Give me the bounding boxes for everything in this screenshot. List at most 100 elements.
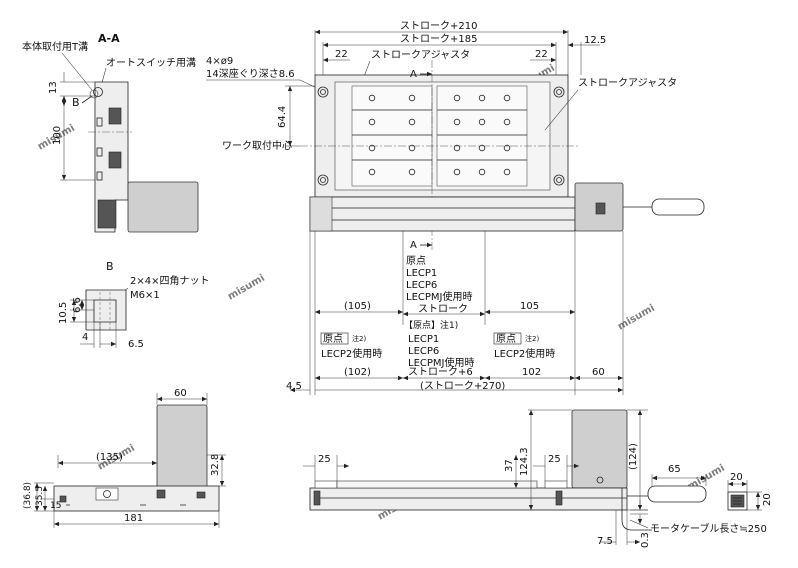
section-a-a-view: A-A 本体取付用T溝 オートスイッチ用溝 B 13 100 (22, 32, 199, 233)
origin2-lecp1: LECP1 (408, 334, 439, 345)
slot-detail (156, 489, 166, 499)
tapped-hole (368, 94, 376, 102)
groove (108, 107, 122, 125)
stroke-plus-6: ストローク+6 (408, 366, 473, 378)
end-cap (309, 196, 333, 232)
dim-124-3: 124.3 (519, 447, 530, 476)
dim-22-right: 22 (535, 49, 548, 60)
watermark-text: misumi (226, 273, 267, 303)
tapped-hole (368, 118, 376, 126)
motor-screw (596, 476, 604, 484)
tapped-hole (408, 118, 416, 126)
table-holes (368, 94, 511, 176)
leader-line (629, 519, 649, 529)
dim-60: 60 (174, 388, 187, 399)
dim-4: 4 (82, 332, 88, 343)
origin-note: 【原点】注1) (404, 319, 458, 331)
origin-lecp6: LECP6 (406, 280, 437, 291)
base-end (53, 485, 220, 512)
tapped-hole (453, 144, 461, 152)
leader-line (206, 79, 322, 91)
thread-label: M6×1 (130, 290, 160, 301)
origin-box-right (493, 332, 522, 345)
tapped-hole (408, 144, 416, 152)
stroke-adjuster-right: ストロークアジャスタ (578, 77, 677, 89)
extension-line (747, 491, 762, 511)
tapped-hole (503, 118, 511, 126)
dim-135: (135) (96, 452, 123, 463)
hole-spec-line1: 4×ø9 (206, 56, 233, 67)
dim-13: 13 (48, 81, 59, 94)
dim-22-left: 22 (335, 49, 348, 60)
dim-37: 37 (504, 459, 515, 472)
connector-view: 20 20 (727, 472, 773, 511)
dim-stroke-270: (ストローク+270) (420, 380, 505, 392)
side-view: 25 25 37 124.3 (124) 65 7.5 0.3 モータケーブル長… (303, 409, 767, 548)
center-slot (95, 487, 119, 501)
mount-hole (553, 174, 565, 186)
rail-groove (332, 207, 575, 221)
section-marker-bottom: A (410, 240, 417, 251)
stroke-adjuster-label: ストロークアジャスタ (371, 49, 470, 61)
tapped-hole (503, 94, 511, 102)
tapped-hole (503, 144, 511, 152)
detail-title: B (106, 260, 114, 273)
dim-0-3: 0.3 (640, 532, 651, 548)
tapped-hole (368, 168, 376, 176)
origin-lecpmj: LECPMJ使用時 (406, 290, 472, 303)
dim-100: 100 (52, 126, 63, 145)
t-slot-label: 本体取付用T溝 (22, 40, 88, 53)
dim-105-left: (105) (344, 301, 371, 312)
extension-line (314, 455, 338, 481)
base-detail (97, 199, 117, 229)
leader-line (81, 95, 93, 104)
slot-detail (96, 171, 103, 181)
tapped-hole (368, 144, 376, 152)
detail-circle (89, 89, 99, 99)
hole-spec-line2: 14深座ぐり深さ8.6 (206, 67, 295, 80)
leader-line (544, 89, 579, 131)
dim-20-height: 20 (762, 493, 773, 506)
leader-line (61, 52, 93, 91)
dim-stroke-210: ストローク+210 (400, 20, 477, 32)
end-detail (313, 490, 321, 506)
watermark-text: misumi (616, 303, 657, 333)
stroke-label: ストローク (418, 303, 468, 315)
dim-6-6: 6.6 (72, 297, 83, 313)
dim-7-5: 7.5 (597, 536, 613, 547)
dim-15: 15 (50, 501, 61, 511)
origin-box-left (320, 332, 349, 345)
motor-end (156, 404, 208, 488)
end-detail (555, 490, 563, 506)
tapped-hole (478, 118, 486, 126)
dim-36-8: (36.8) (23, 482, 33, 509)
dim-10-5: 10.5 (58, 302, 69, 324)
pin-lines (733, 497, 742, 505)
dim-60-right: 60 (592, 367, 605, 378)
cable-length-label: モータケーブル長さ≒250 (650, 522, 767, 535)
cable-plug (651, 198, 705, 216)
detail-marker: B (72, 96, 80, 109)
auto-switch-label: オートスイッチ用溝 (106, 56, 196, 69)
mount-hole (317, 86, 329, 98)
lecp2-left: LECP2使用時 (321, 347, 382, 360)
extension-line (615, 510, 628, 545)
origin-lecp1: LECP1 (406, 268, 437, 279)
dim-stroke-185: ストローク+185 (400, 33, 477, 45)
dim-25-left: 25 (318, 454, 331, 465)
t-slot (93, 87, 103, 97)
motor-block (127, 181, 199, 233)
slot-detail (96, 117, 103, 127)
dim-32-8: 32.8 (210, 454, 221, 476)
mount-hole (320, 177, 326, 183)
motor-cable-side (621, 488, 652, 531)
body-side (309, 487, 628, 511)
section-marker-top: A (410, 69, 417, 80)
tapped-hole (453, 94, 461, 102)
end-plate (314, 480, 338, 489)
mount-hole (556, 89, 562, 95)
screw (103, 490, 111, 498)
end-view: 60 (135) 32.8 (36.8) 35.5 15 181 (23, 388, 226, 528)
dim-4-5: 4.5 (286, 381, 302, 392)
lower-rail (309, 196, 576, 232)
